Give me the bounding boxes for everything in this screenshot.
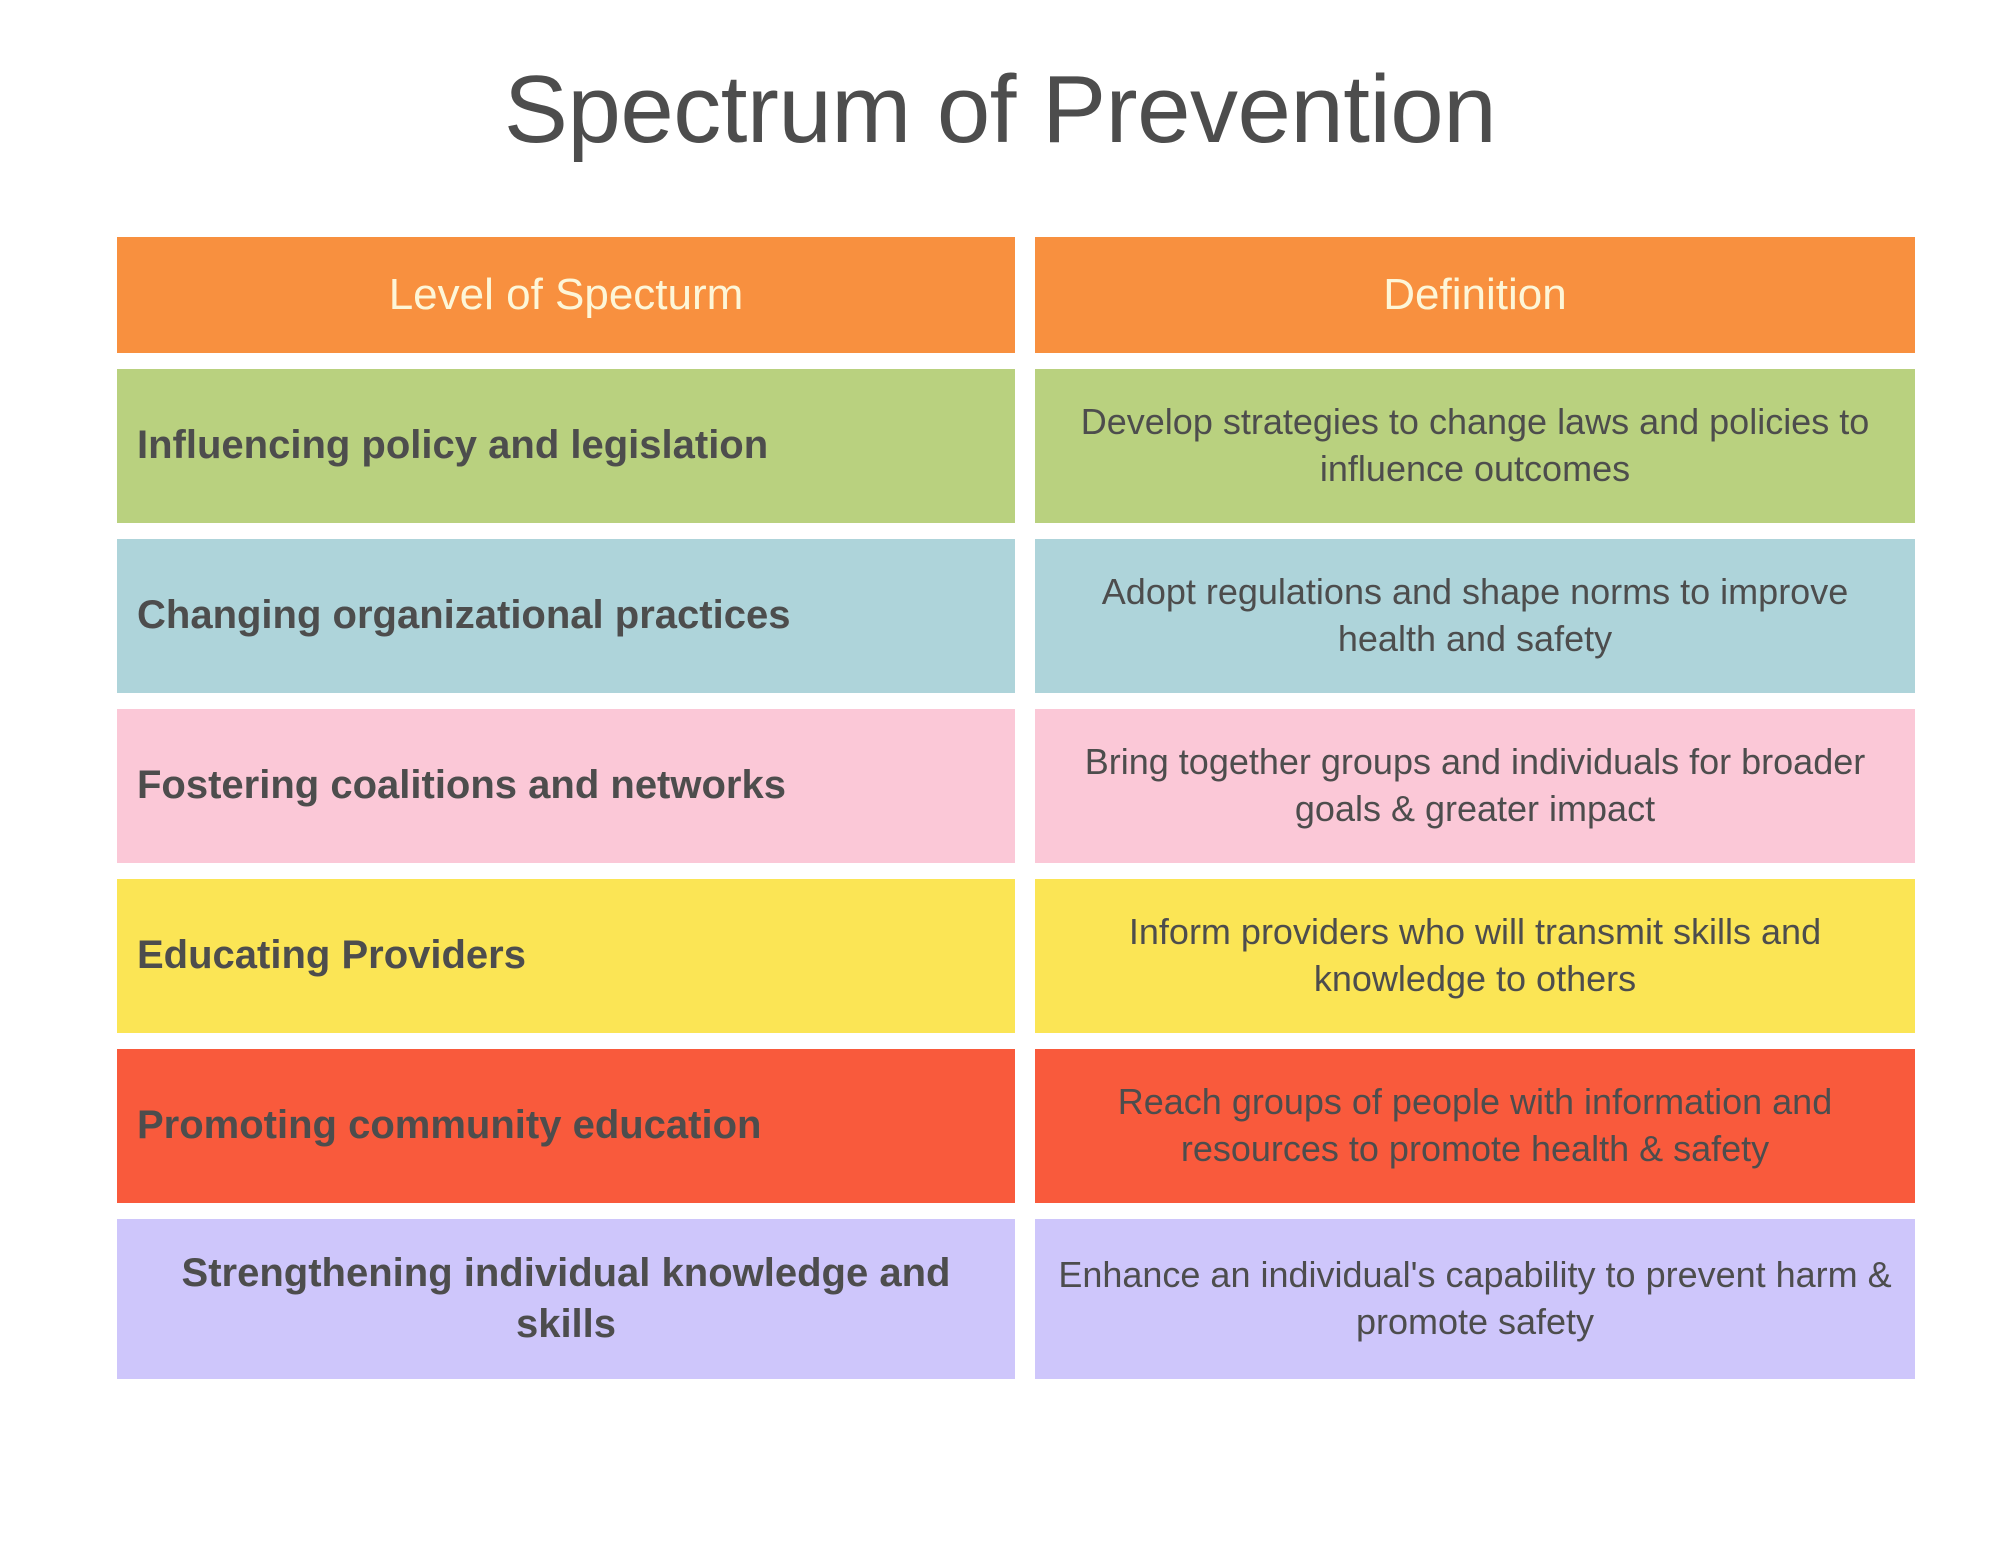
level-cell-fostering-coalitions-and-networks: Fostering coalitions and networks	[117, 709, 1015, 863]
definition-cell-influencing-policy-and-legislation: Develop strategies to change laws and po…	[1035, 369, 1915, 523]
level-cell-influencing-policy-and-legislation: Influencing policy and legislation	[117, 369, 1015, 523]
spectrum-table: Level of Specturm Definition Influencing…	[117, 237, 1915, 1395]
definition-cell-educating-providers: Inform providers who will transmit skill…	[1035, 879, 1915, 1033]
table-row: Changing organizational practices Adopt …	[117, 539, 1915, 693]
header-cell-level-of-spectrum: Level of Specturm	[117, 237, 1015, 353]
definition-cell-promoting-community-education: Reach groups of people with information …	[1035, 1049, 1915, 1203]
table-row: Fostering coalitions and networks Bring …	[117, 709, 1915, 863]
definition-cell-fostering-coalitions-and-networks: Bring together groups and individuals fo…	[1035, 709, 1915, 863]
table-row: Educating Providers Inform providers who…	[117, 879, 1915, 1033]
level-cell-changing-organizational-practices: Changing organizational practices	[117, 539, 1015, 693]
definition-cell-strengthening-individual-knowledge-and-skills: Enhance an individual's capability to pr…	[1035, 1219, 1915, 1379]
definition-cell-changing-organizational-practices: Adopt regulations and shape norms to imp…	[1035, 539, 1915, 693]
header-cell-definition: Definition	[1035, 237, 1915, 353]
page-title: Spectrum of Prevention	[503, 56, 1497, 163]
table-header-row: Level of Specturm Definition	[117, 237, 1915, 353]
table-row: Promoting community education Reach grou…	[117, 1049, 1915, 1203]
level-cell-strengthening-individual-knowledge-and-skills: Strengthening individual knowledge and s…	[117, 1219, 1015, 1379]
level-cell-promoting-community-education: Promoting community education	[117, 1049, 1015, 1203]
level-cell-educating-providers: Educating Providers	[117, 879, 1015, 1033]
table-row: Strengthening individual knowledge and s…	[117, 1219, 1915, 1379]
table-row: Influencing policy and legislation Devel…	[117, 369, 1915, 523]
